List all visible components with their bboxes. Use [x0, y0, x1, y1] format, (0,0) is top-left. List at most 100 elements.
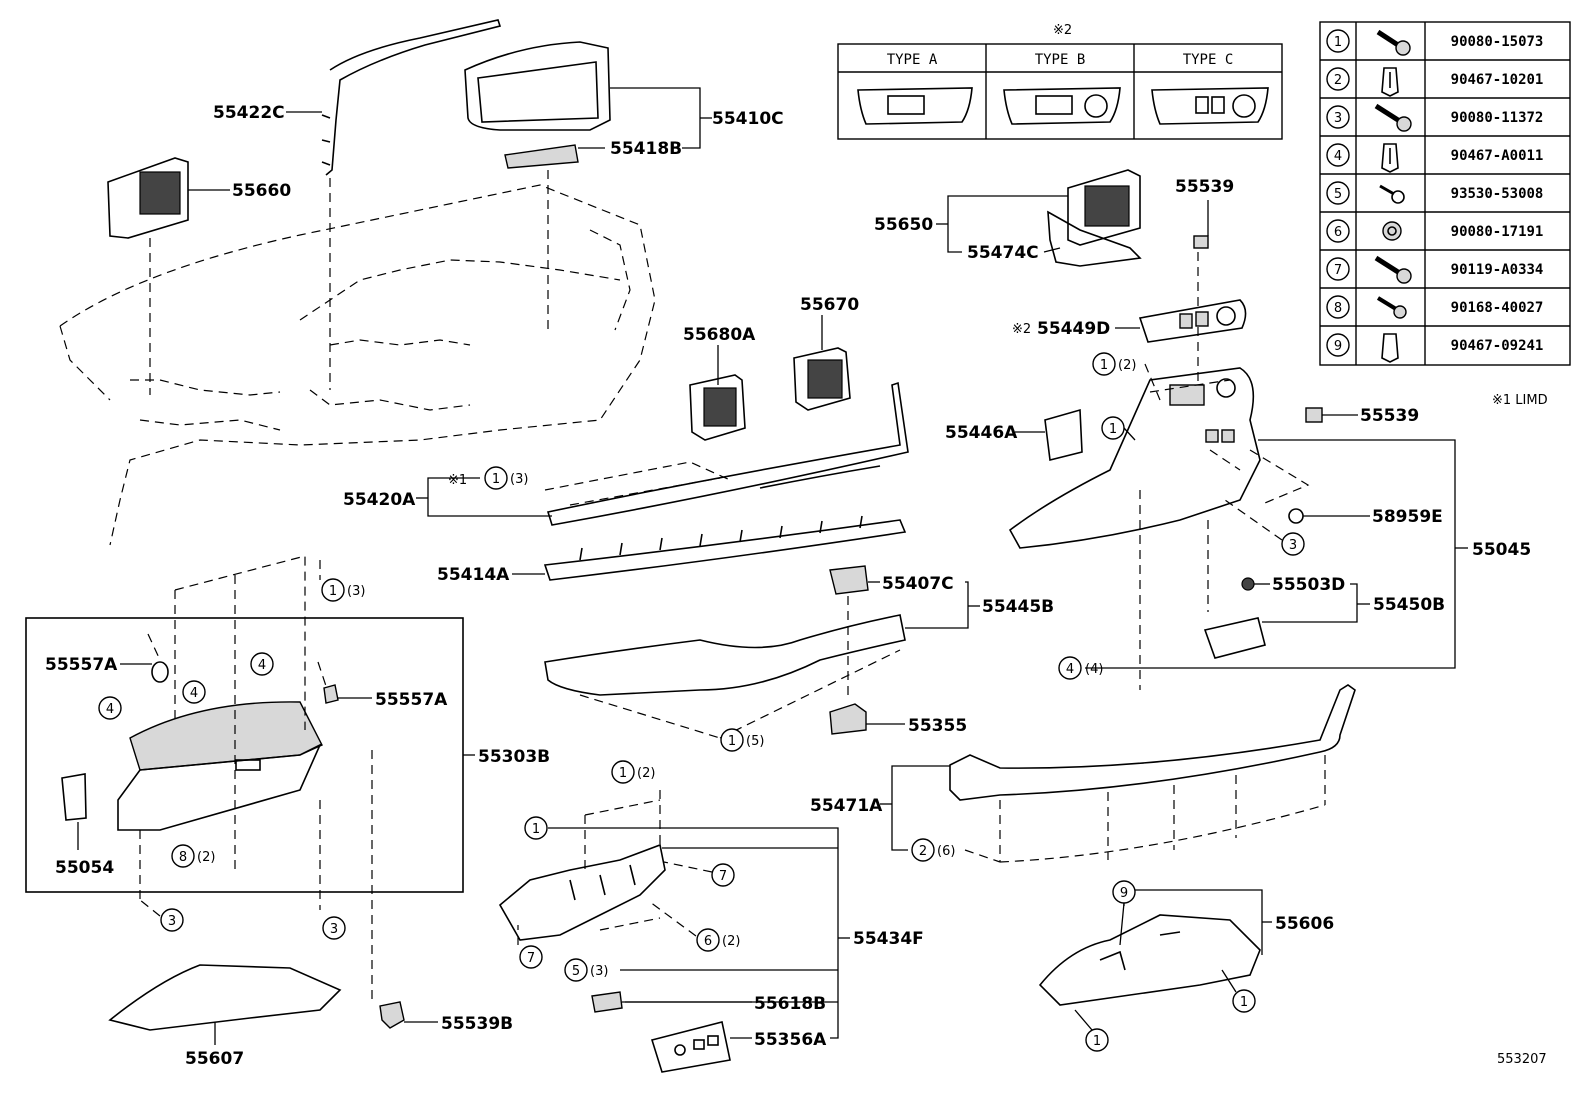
- svg-text:1: 1: [329, 584, 337, 599]
- svg-text:4: 4: [258, 658, 266, 673]
- svg-text:1: 1: [1100, 358, 1108, 373]
- svg-text:(2): (2): [197, 850, 215, 865]
- part-55618B-switch: 55618B: [591, 991, 826, 1014]
- bolt-icon: [1374, 103, 1412, 132]
- label-55418B: 55418B: [610, 139, 682, 159]
- screw-icon: [1376, 296, 1407, 319]
- svg-text:2: 2: [1334, 73, 1342, 88]
- part-55450B-pocket: 55503D 55450B: [1203, 520, 1445, 659]
- part-55410C-meter-hood: 55410C: [464, 41, 784, 149]
- fastener-row: 7 90119-A0334: [1326, 255, 1544, 284]
- label-55045: 55045: [1472, 540, 1531, 560]
- svg-text:1: 1: [619, 766, 627, 781]
- part-55539B-cushion: 55539B: [371, 750, 513, 1034]
- label-55445B: 55445B: [982, 597, 1054, 617]
- label-55356A: 55356A: [754, 1030, 827, 1050]
- svg-text:1: 1: [728, 734, 736, 749]
- fastener-row: 5 93530-53008: [1326, 181, 1544, 205]
- label-55471A: 55471A: [810, 796, 883, 816]
- type-a-panel-icon: [857, 87, 973, 125]
- part-55557A-stopper-right: 55557A: [317, 661, 448, 710]
- label-55054: 55054: [55, 858, 114, 878]
- part-55418B-switch-panel: 55418B: [504, 139, 682, 330]
- part-55420A-panel-garnish: 55420A ※1 1 (3): [343, 381, 909, 526]
- svg-text:1: 1: [1334, 35, 1342, 50]
- fastener-table: 1 90080-15073 2 90467-10201 3 90080-1137…: [1319, 21, 1571, 366]
- svg-text:90080-17191: 90080-17191: [1451, 224, 1544, 240]
- type-table-note: ※2: [1053, 23, 1072, 38]
- label-55539B: 55539B: [441, 1014, 513, 1034]
- label-55449D: 55449D: [1037, 319, 1110, 339]
- svg-text:90168-40027: 90168-40027: [1451, 300, 1544, 316]
- svg-text:4: 4: [190, 686, 198, 701]
- clip-icon: [1381, 143, 1399, 173]
- svg-text:(6): (6): [937, 844, 955, 859]
- svg-text:6: 6: [1334, 225, 1342, 240]
- label-55618B: 55618B: [754, 994, 826, 1014]
- svg-text:(3): (3): [347, 584, 365, 599]
- part-55539-clip: 55539: [1175, 177, 1234, 400]
- callouts-glovebox-lower: 3 3: [139, 800, 346, 940]
- fastener-row: 1 90080-15073: [1326, 29, 1544, 56]
- svg-text:1: 1: [1240, 995, 1248, 1010]
- part-55670-register: 55670: [793, 295, 859, 411]
- part-55446A-bracket: 55446A: [945, 408, 1083, 461]
- label-55414A: 55414A: [437, 565, 510, 585]
- svg-text:1: 1: [532, 822, 540, 837]
- svg-text:8: 8: [179, 850, 187, 865]
- callouts-55045: 1 (2) 1 3: [1092, 352, 1305, 556]
- part-55539-clip-right: 55539: [1305, 406, 1419, 426]
- svg-text:93530-53008: 93530-53008: [1451, 186, 1544, 202]
- note-k2: ※2: [1012, 322, 1031, 337]
- label-55422C: 55422C: [213, 103, 285, 123]
- svg-text:90119-A0334: 90119-A0334: [1451, 262, 1544, 278]
- part-55449D-switch-base: ※2 55449D: [1012, 299, 1247, 343]
- svg-text:1: 1: [492, 472, 500, 487]
- part-55607-under-cover: 55607: [108, 964, 342, 1069]
- svg-text:(5): (5): [746, 734, 764, 749]
- type-a-label: TYPE A: [887, 52, 938, 68]
- svg-text:90467-09241: 90467-09241: [1451, 338, 1544, 354]
- part-55414A-panel-reinforcement: 55414A: [437, 515, 907, 585]
- svg-text:9: 9: [1120, 886, 1128, 901]
- svg-text:3: 3: [1289, 538, 1297, 553]
- svg-text:3: 3: [330, 922, 338, 937]
- fastener-row: 3 90080-11372: [1326, 103, 1543, 132]
- label-55650: 55650: [874, 215, 933, 235]
- svg-text:2: 2: [919, 844, 927, 859]
- clip-icon: [1381, 333, 1399, 363]
- svg-text:4: 4: [1334, 149, 1342, 164]
- label-55410C: 55410C: [712, 109, 784, 129]
- note-k1: ※1: [448, 473, 467, 488]
- label-55670: 55670: [800, 295, 859, 315]
- svg-text:(3): (3): [590, 964, 608, 979]
- svg-text:3: 3: [168, 914, 176, 929]
- svg-text:90080-15073: 90080-15073: [1451, 34, 1544, 50]
- label-55355: 55355: [908, 716, 967, 736]
- svg-text:7: 7: [527, 951, 535, 966]
- label-55446A: 55446A: [945, 423, 1018, 443]
- svg-text:8: 8: [1334, 301, 1342, 316]
- part-55303B-glove-box-assy: 55303B 1 (3) 4 4 4 8 (2): [25, 555, 550, 893]
- label-55539-right: 55539: [1360, 406, 1419, 426]
- svg-text:(2): (2): [722, 934, 740, 949]
- bolt-icon: [1376, 29, 1411, 56]
- part-55471A-lower-panel: 55471A 2 (6): [810, 684, 1356, 863]
- label-55503D: 55503D: [1272, 575, 1345, 595]
- label-58959E: 58959E: [1372, 507, 1443, 527]
- part-55445B-console-panel: 55407C 55445B 1 (5): [544, 565, 1054, 752]
- fastener-row: 2 90467-10201: [1326, 67, 1543, 97]
- svg-text:9: 9: [1334, 339, 1342, 354]
- label-55434F: 55434F: [853, 929, 924, 949]
- bolt-icon: [1374, 255, 1412, 284]
- type-table: ※2 TYPE A TYPE B TYPE C: [837, 23, 1283, 140]
- svg-text:90467-A0011: 90467-A0011: [1451, 148, 1544, 164]
- type-c-label: TYPE C: [1183, 52, 1234, 68]
- part-55356A-switch-panel: 55356A: [650, 1021, 827, 1073]
- part-55660-side-register: 55660: [107, 157, 291, 395]
- type-c-panel-icon: [1151, 87, 1269, 125]
- svg-text:4: 4: [1066, 662, 1074, 677]
- part-58959E-plug: 58959E: [1288, 507, 1443, 527]
- svg-text:6: 6: [704, 934, 712, 949]
- part-55557A-stopper-left: 55557A: [45, 633, 169, 683]
